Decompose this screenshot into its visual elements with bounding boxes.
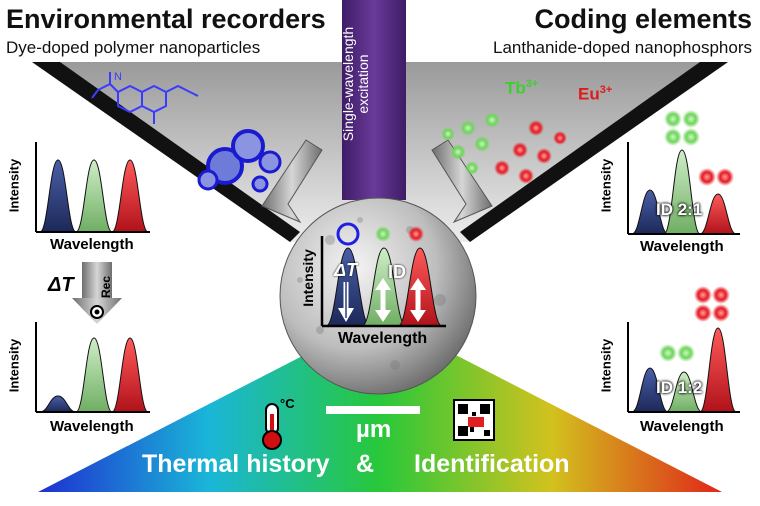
left-bottom-xlabel: Wavelength <box>50 418 134 435</box>
right-top-spectrum <box>627 142 740 235</box>
recording-arrow <box>72 262 122 324</box>
tb-symbol: Tb <box>505 78 526 98</box>
tb-label: Tb3+ <box>505 78 538 99</box>
right-header-title: Coding elements <box>534 4 752 34</box>
scale-label: µm <box>356 416 392 443</box>
id-top-label: ID 2:1 <box>656 200 703 219</box>
left-bottom-spectrum <box>35 322 150 413</box>
eu-symbol: Eu <box>578 84 600 104</box>
left-top-xlabel: Wavelength <box>50 236 134 253</box>
right-bottom-ylabel: Intensity <box>598 338 614 393</box>
ampersand-label: & <box>356 450 375 478</box>
left-chevron-arrow <box>261 139 323 224</box>
thermo-unit: °C <box>280 396 295 411</box>
right-bottom-spectrum <box>627 322 740 413</box>
center-delta-t: ΔT <box>334 260 358 280</box>
right-top-ylabel: Intensity <box>598 158 614 213</box>
left-funnel-edge <box>32 62 300 242</box>
left-header-subtitle: Dye-doped polymer nanoparticles <box>6 38 261 57</box>
right-funnel-edge <box>460 62 728 242</box>
tb-nanophosphors <box>441 112 500 175</box>
scale-bar <box>326 406 420 414</box>
rec-label: Rec <box>99 276 113 299</box>
left-delta-t: ΔT <box>48 274 74 296</box>
molecule-n-atom: N <box>114 71 122 83</box>
center-xlabel: Wavelength <box>338 330 428 347</box>
right-bottom-xlabel: Wavelength <box>640 418 724 435</box>
excitation-label: Single-wavelength excitation <box>340 0 371 184</box>
thermometer-icon <box>262 403 282 450</box>
right-header-subtitle: Lanthanide-doped nanophosphors <box>492 38 752 57</box>
left-bottom-ylabel: Intensity <box>6 338 22 393</box>
id-bottom-markers <box>659 286 730 362</box>
tb-charge: 3+ <box>525 78 539 90</box>
bottom-rainbow-triangle <box>38 316 722 492</box>
center-id: ID <box>388 262 406 282</box>
dye-nanoparticles <box>197 129 282 193</box>
center-ylabel: Intensity <box>300 249 316 307</box>
id-top-markers <box>664 110 734 186</box>
excitation-line-2: excitation <box>355 54 371 114</box>
thermal-history-label: Thermal history <box>142 450 330 478</box>
eu-charge: 3+ <box>599 84 613 96</box>
identification-label: Identification <box>414 450 570 478</box>
dye-molecule-icon <box>91 72 199 124</box>
left-top-ylabel: Intensity <box>6 158 22 213</box>
left-header-title: Environmental recorders <box>6 4 326 34</box>
left-top-spectrum <box>35 142 150 233</box>
excitation-line-1: Single-wavelength <box>340 26 356 142</box>
id-bottom-label: ID 1:2 <box>656 378 703 397</box>
excitation-banner <box>342 0 406 200</box>
center-spectrum <box>320 222 446 328</box>
eu-nanophosphors <box>494 120 567 184</box>
right-top-xlabel: Wavelength <box>640 238 724 255</box>
qr-code-icon <box>453 399 495 441</box>
eu-label: Eu3+ <box>578 84 612 105</box>
